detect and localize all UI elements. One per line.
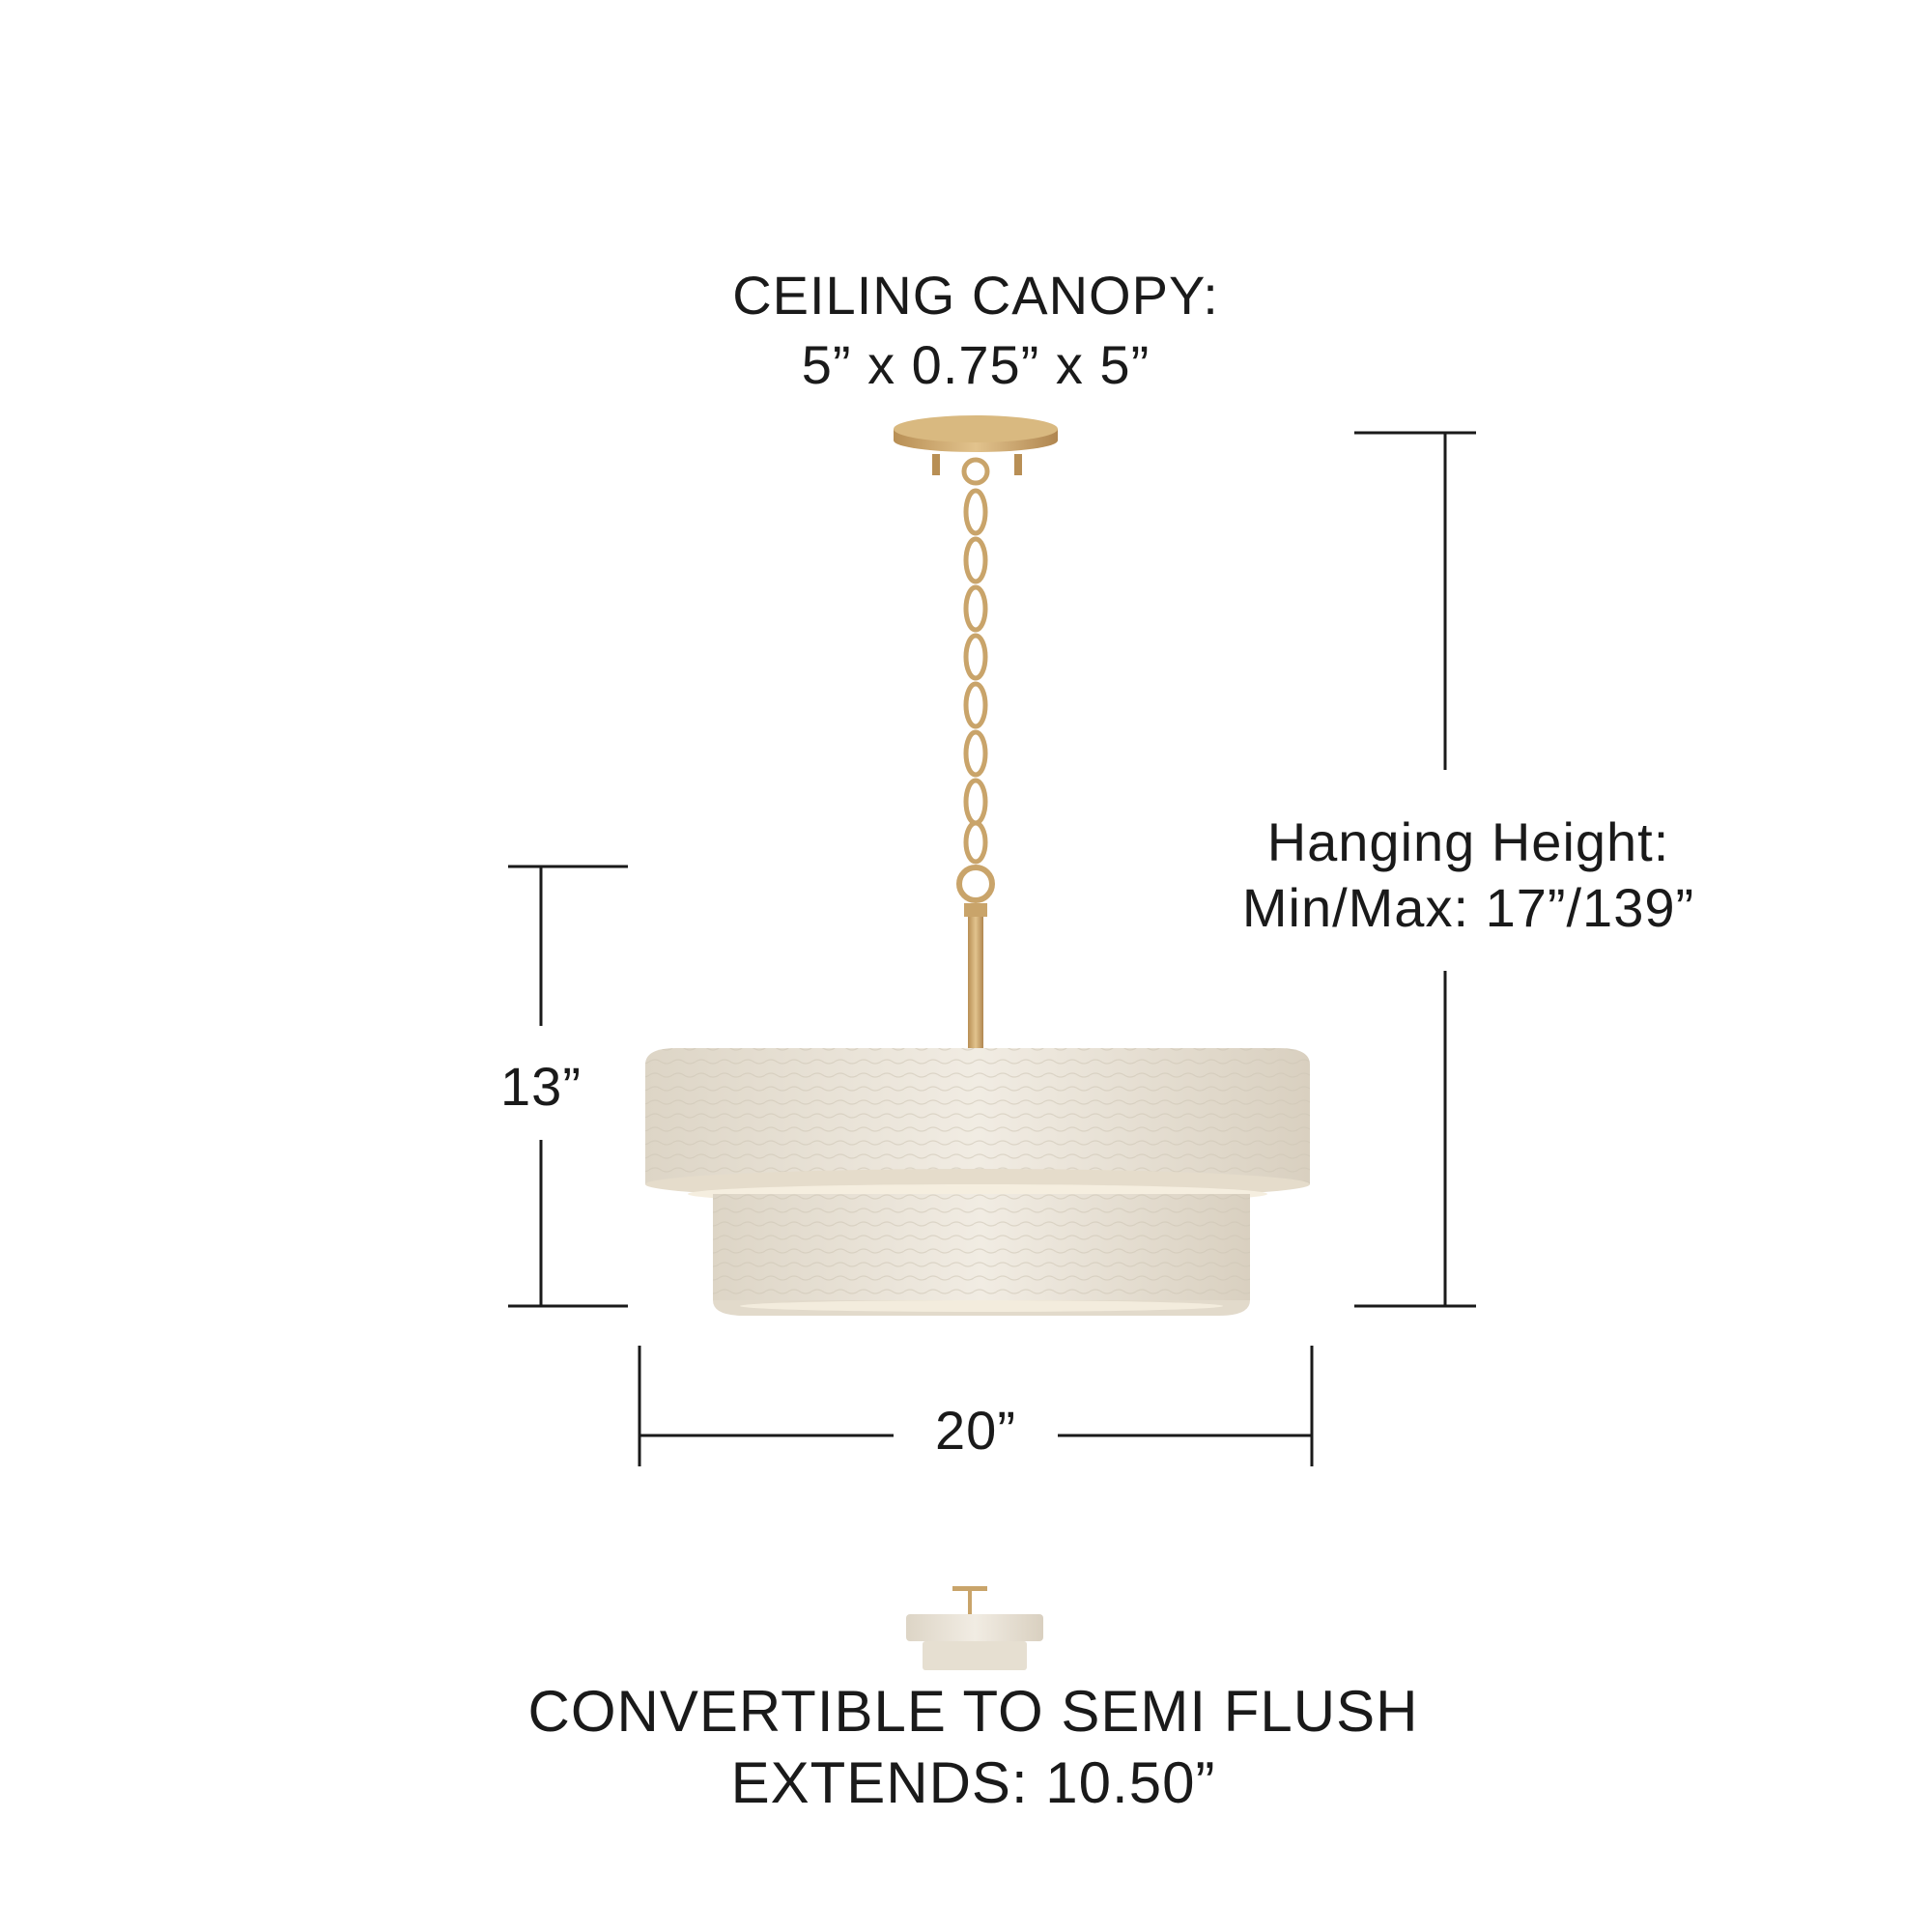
width-dimension [638,1346,1314,1466]
hanging-height-label: Hanging Height: Min/Max: 17”/139” [1198,810,1739,941]
lower-drum-shade [713,1194,1250,1316]
width-value: 20” [935,1400,1016,1461]
height-dimension [508,865,628,1308]
downrod [968,903,983,1048]
hanging-height-dimension [1354,431,1476,1308]
semi-flush-label: CONVERTIBLE TO SEMI FLUSH EXTENDS: 10.50… [386,1676,1560,1819]
semi-flush-thumbnail [906,1586,1043,1670]
chain [956,488,995,903]
hanging-height-title: Hanging Height: [1266,811,1670,872]
hanging-height-values: Min/Max: 17”/139” [1241,877,1695,938]
semi-flush-title: CONVERTIBLE TO SEMI FLUSH [527,1679,1419,1744]
ceiling-canopy-label: CEILING CANOPY: 5” x 0.75” x 5” [580,261,1372,400]
canopy-title: CEILING CANOPY: [732,265,1219,326]
semi-flush-extends: EXTENDS: 10.50” [730,1750,1216,1815]
canopy-dimensions: 5” x 0.75” x 5” [801,334,1151,395]
height-value: 13” [500,1056,582,1117]
upper-drum-shade [645,1048,1310,1204]
ceiling-canopy [894,415,1058,486]
